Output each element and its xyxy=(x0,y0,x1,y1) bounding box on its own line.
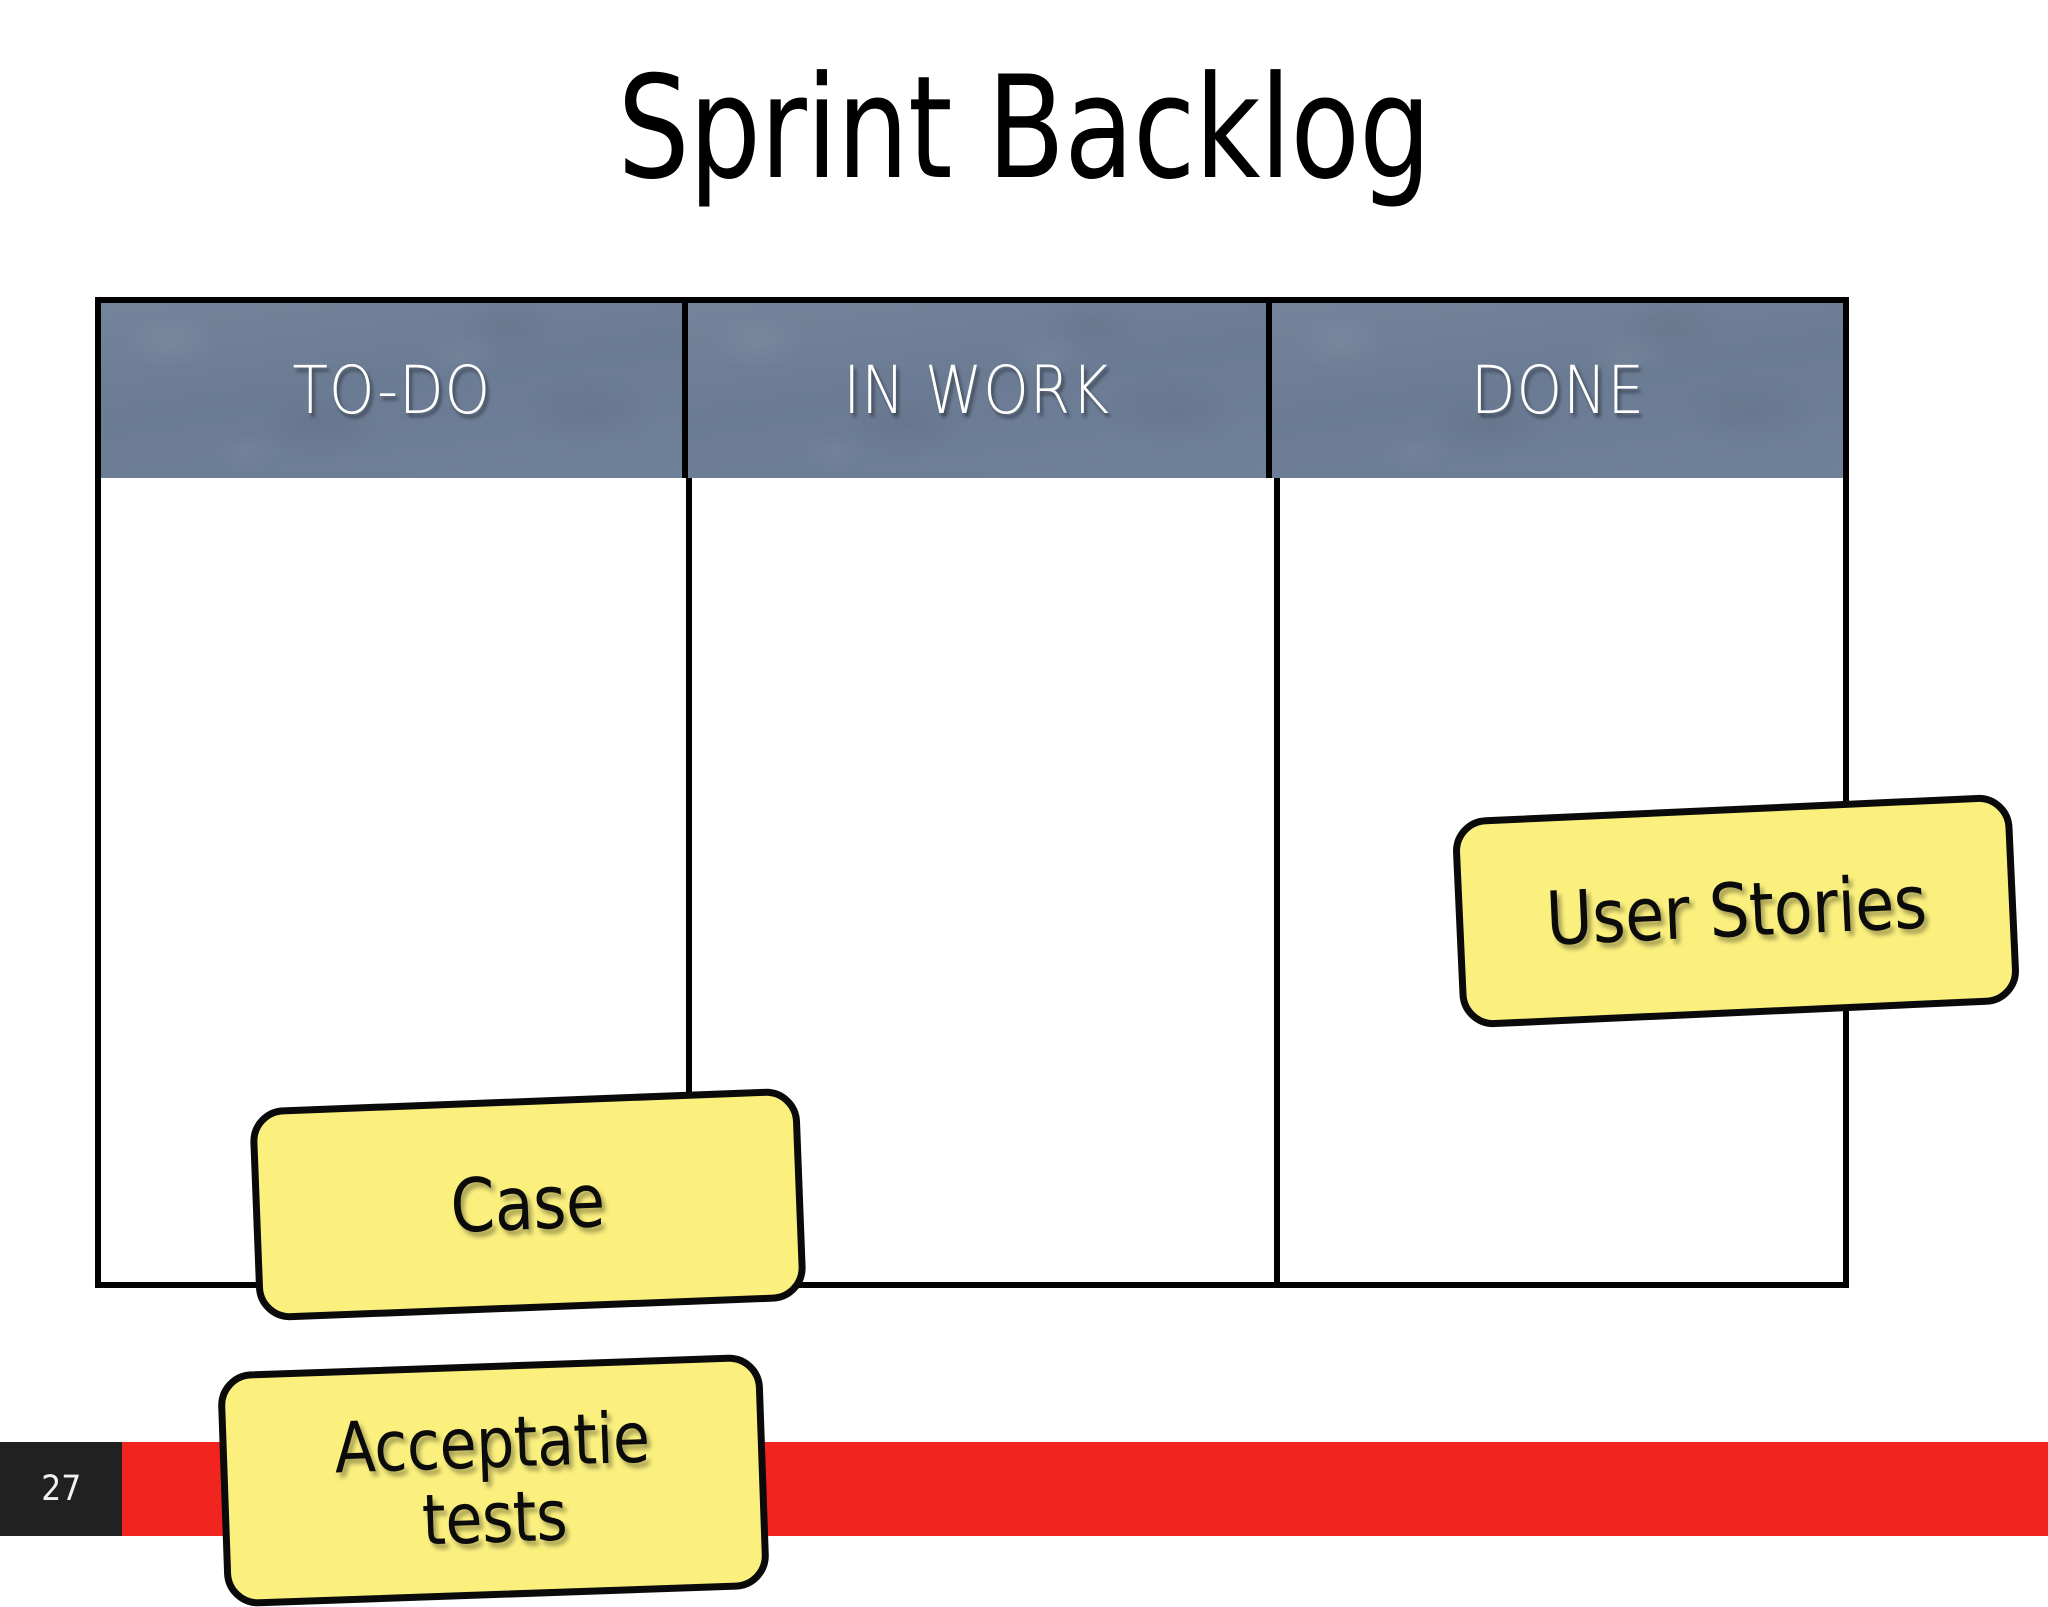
column-header-todo: TO-DO xyxy=(101,303,682,478)
sprint-backlog-board: TO-DO IN WORK DONE User Stories Case Acc… xyxy=(95,297,2021,1607)
page-number: 27 xyxy=(40,1469,82,1509)
sticky-note-acceptatie-tests[interactable]: Acceptatie tests xyxy=(217,1353,770,1607)
column-header-label-done: DONE xyxy=(1470,352,1645,429)
board-header-row: TO-DO IN WORK DONE xyxy=(101,303,1843,478)
column-header-label-todo: TO-DO xyxy=(292,352,491,429)
page-number-block: 27 xyxy=(0,1442,122,1536)
sticky-note-case[interactable]: Case xyxy=(249,1087,807,1322)
page-title: Sprint Backlog xyxy=(617,46,1432,211)
column-header-done: DONE xyxy=(1265,303,1843,478)
column-header-label-in-work: IN WORK xyxy=(843,352,1111,429)
sticky-note-label: Case xyxy=(449,1158,607,1251)
sticky-note-label: User Stories xyxy=(1543,859,1929,963)
sticky-note-label: Acceptatie tests xyxy=(333,1396,652,1561)
sticky-note-user-stories[interactable]: User Stories xyxy=(1451,793,2021,1029)
column-header-in-work: IN WORK xyxy=(681,303,1266,478)
